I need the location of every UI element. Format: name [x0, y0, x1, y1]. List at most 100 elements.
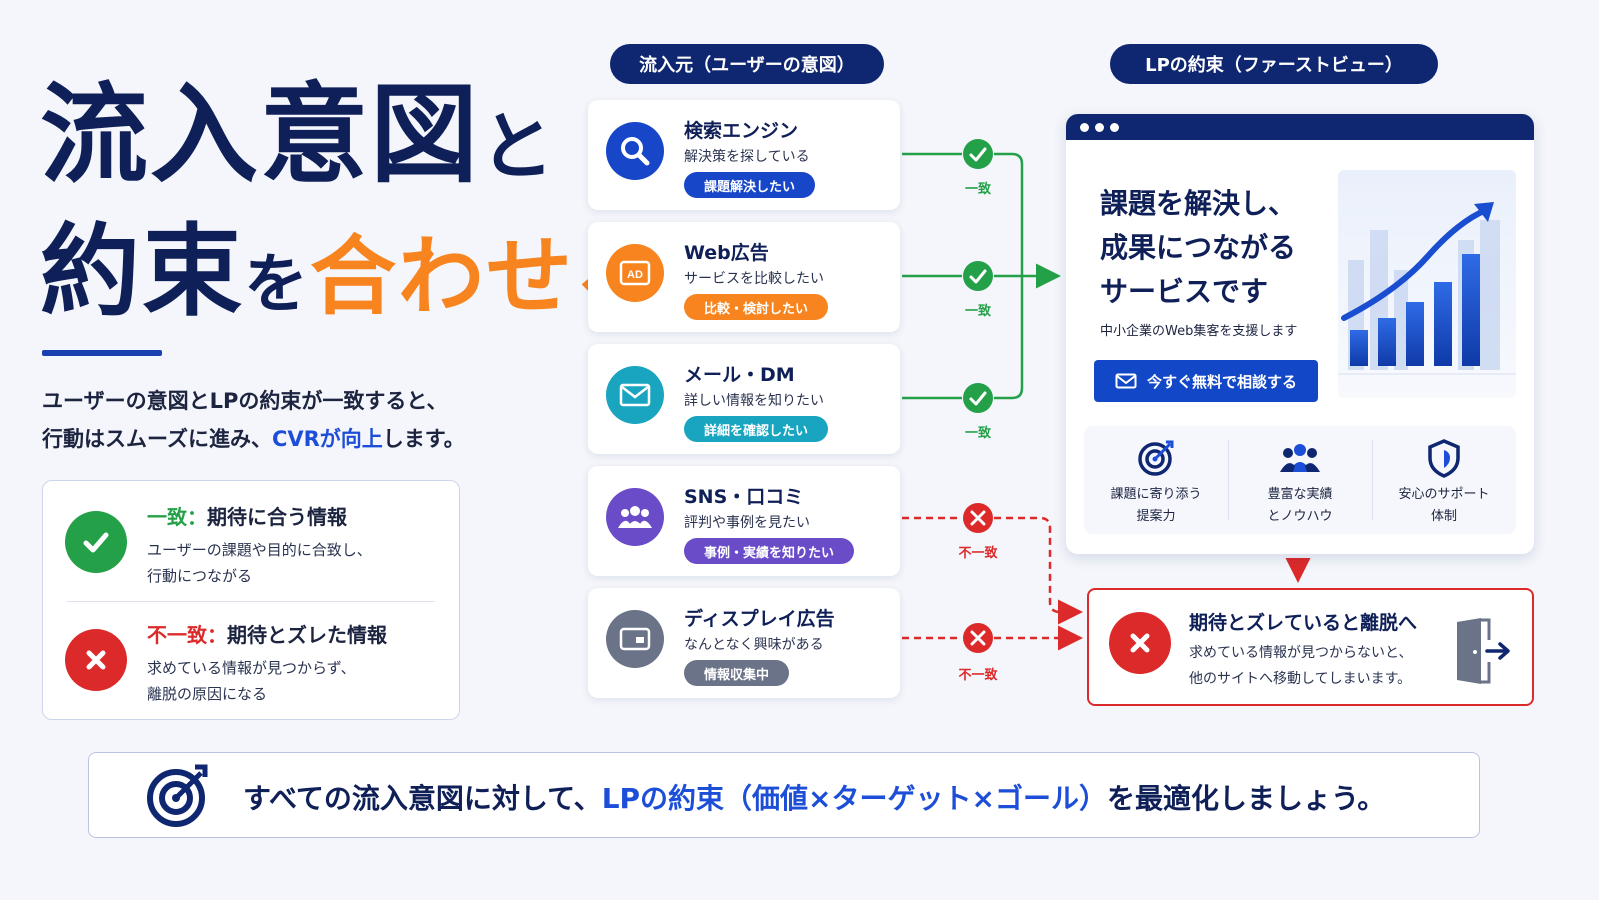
title-part-promise: 約束	[40, 213, 244, 330]
mismatch-label-2: 不一致	[958, 668, 998, 683]
people-icon	[606, 488, 664, 546]
lp-headline-line1: 課題を解決し、	[1100, 187, 1297, 220]
legend-match-title: 一致：期待に合う情報	[147, 501, 347, 530]
feature-label-line1: 豊富な実績	[1267, 487, 1333, 502]
legend-mismatch-word: 不一致：	[147, 623, 227, 647]
legend-match-body2: 行動につながる	[147, 567, 253, 585]
source-card-web-ad: AD Web広告 サービスを比較したい 比較・検討したい	[588, 222, 900, 332]
title-part-intent: 流入意図	[40, 73, 481, 198]
feature-label-line1: 安心のサポート	[1398, 487, 1490, 502]
lp-header: LPの約束（ファーストビュー）	[1110, 44, 1438, 84]
source-card-display-ad: ディスプレイ広告 なんとなく興味がある 情報収集中	[588, 588, 900, 698]
summary-text-a: すべての流入意図に対して、	[243, 782, 602, 815]
match-label-2: 一致	[964, 304, 992, 319]
ad-icon: AD	[606, 244, 664, 302]
legend-match-word: 一致：	[147, 505, 207, 529]
cross-icon	[1109, 612, 1171, 674]
description-text: 行動はスムーズに進み、	[42, 427, 272, 451]
exit-door-icon	[1457, 618, 1510, 684]
legend-divider	[67, 601, 435, 602]
legend-mismatch-body2: 離脱の原因になる	[147, 685, 268, 703]
source-subtitle: 詳しい情報を知りたい	[684, 393, 824, 409]
feature-label: 豊富な実績 とノウハウ	[1228, 484, 1372, 528]
mismatch-connectors	[902, 516, 1311, 651]
match-label-1: 一致	[964, 182, 992, 197]
source-card-search: 検索エンジン 解決策を探している 課題解決したい	[588, 100, 900, 210]
lp-headline-line2: 成果につながる	[1100, 231, 1297, 264]
match-connectors	[902, 152, 1061, 400]
legend-match-label: 期待に合う情報	[207, 505, 347, 529]
source-card-mail: メール・DM 詳しい情報を知りたい 詳細を確認したい	[588, 344, 900, 454]
title-part-to: と	[480, 104, 557, 190]
lp-subheadline: 中小企業のWeb集客を支援します	[1100, 324, 1298, 339]
feature-label: 安心のサポート 体制	[1372, 484, 1516, 528]
feature-proposal: 課題に寄り添う 提案力	[1084, 426, 1228, 534]
feature-track-record: 豊富な実績 とノウハウ	[1228, 426, 1372, 534]
source-title: SNS・口コミ	[684, 486, 804, 508]
target-icon	[147, 764, 208, 827]
match-check-icon-1	[963, 139, 993, 169]
title-part-wo: を	[244, 248, 310, 322]
source-intent-tag: 課題解決したい	[684, 172, 816, 198]
summary-banner: すべての流入意図に対して、LPの約束（価値×ターゲット×ゴール）を最適化しましょ…	[88, 752, 1480, 838]
main-title-line1: 流入意図と	[40, 82, 556, 190]
legend-match-body: ユーザーの課題や目的に合致し、 行動につながる	[147, 537, 372, 589]
legend-box: 一致：期待に合う情報 ユーザーの課題や目的に合致し、 行動につながる 不一致：期…	[42, 480, 460, 720]
lp-headline-line3: サービスです	[1100, 275, 1269, 308]
legend-mismatch-label: 期待とズレた情報	[227, 623, 387, 647]
source-header: 流入元（ユーザーの意図）	[610, 44, 884, 84]
description-highlight: CVRが向上	[271, 427, 383, 451]
display-icon	[606, 610, 664, 668]
feature-label-line2: とノウハウ	[1267, 509, 1333, 524]
check-icon	[65, 511, 127, 573]
feature-support: 安心のサポート 体制	[1372, 426, 1516, 534]
source-title: Web広告	[684, 242, 769, 264]
source-subtitle: 解決策を探している	[684, 149, 810, 165]
description: ユーザーの意図とLPの約束が一致すると、 行動はスムーズに進み、CVRが向上しま…	[42, 382, 465, 458]
svg-text:AD: AD	[627, 269, 643, 281]
source-title: メール・DM	[684, 364, 795, 386]
mismatch-cross-icon-2	[963, 623, 993, 653]
cta-button[interactable]: 今すぐ無料で相談する	[1094, 360, 1318, 402]
summary-text: すべての流入意図に対して、LPの約束（価値×ターゲット×ゴール）を最適化しましょ…	[243, 777, 1385, 817]
source-intent-tag: 情報収集中	[684, 660, 790, 686]
source-subtitle: 評判や事例を見たい	[684, 515, 810, 531]
feature-label-line2: 提案力	[1136, 509, 1176, 524]
search-icon	[606, 122, 664, 180]
bounce-title: 期待とズレていると離脱へ	[1189, 612, 1418, 634]
browser-title-bar	[1066, 114, 1534, 140]
target-icon	[1138, 440, 1174, 476]
legend-mismatch-body: 求めている情報が見つからず、 離脱の原因になる	[147, 655, 356, 707]
description-text-end: します。	[382, 427, 465, 451]
match-label-3: 一致	[964, 426, 992, 441]
source-title: 検索エンジン	[684, 120, 799, 142]
source-intent-tag: 事例・実績を知りたい	[684, 538, 855, 564]
feature-label-line1: 課題に寄り添う	[1110, 487, 1202, 502]
description-line1: ユーザーの意図とLPの約束が一致すると、	[42, 389, 448, 413]
summary-text-c: を最適化しましょう。	[1106, 782, 1386, 815]
mail-icon	[1115, 373, 1137, 389]
bounce-body-line2: 他のサイトへ移動してしまいます。	[1189, 671, 1412, 687]
cross-icon	[65, 629, 127, 691]
team-icon	[1280, 444, 1320, 472]
legend-mismatch-body1: 求めている情報が見つからず、	[147, 659, 356, 677]
lp-headline: 課題を解決し、 成果につながる サービスです	[1100, 182, 1296, 314]
match-check-icon-2	[963, 261, 993, 291]
window-dot	[1110, 123, 1119, 132]
feature-label-line2: 体制	[1430, 509, 1457, 524]
source-intent-tag: 比較・検討したい	[684, 294, 829, 320]
description-line2: 行動はスムーズに進み、CVRが向上します。	[42, 420, 465, 458]
feature-divider	[1372, 440, 1373, 520]
legend-match-body1: ユーザーの課題や目的に合致し、	[147, 541, 372, 559]
feature-label: 課題に寄り添う 提案力	[1084, 484, 1228, 528]
window-dot	[1095, 123, 1104, 132]
source-title: ディスプレイ広告	[684, 608, 835, 630]
source-card-sns: SNS・口コミ 評判や事例を見たい 事例・実績を知りたい	[588, 466, 900, 576]
mismatch-markers	[963, 503, 993, 653]
lp-browser-mockup: 課題を解決し、 成果につながる サービスです 中小企業のWeb集客を支援します …	[1066, 114, 1534, 554]
title-underline	[42, 350, 162, 356]
bounce-body: 求めている情報が見つからないと、 他のサイトへ移動してしまいます。	[1189, 640, 1412, 692]
source-subtitle: サービスを比較したい	[684, 271, 824, 287]
mismatch-label-1: 不一致	[958, 546, 998, 561]
